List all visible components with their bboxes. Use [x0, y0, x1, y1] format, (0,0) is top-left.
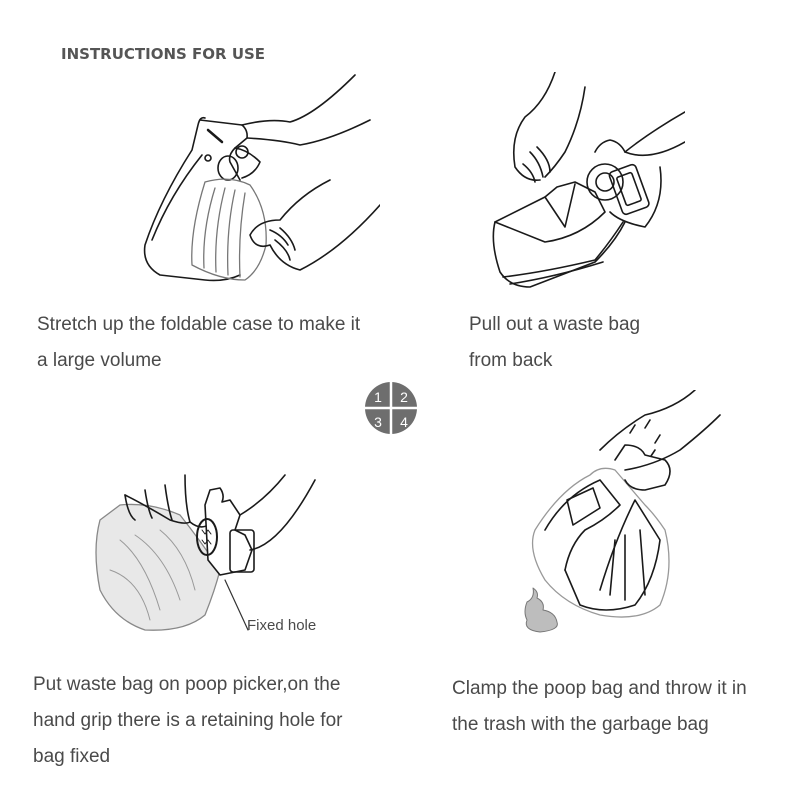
step-3-line-1: Put waste bag on poop picker,on the — [33, 674, 341, 695]
step-4-line-2: the trash with the garbage bag — [452, 714, 709, 735]
step-1-caption: Stretch up the foldable case to make it … — [37, 307, 360, 379]
step-1-line-2: a large volume — [37, 350, 162, 371]
illustration-step-1 — [130, 70, 380, 295]
step-2-line-1: Pull out a waste bag — [469, 314, 641, 335]
step-4-caption: Clamp the poop bag and throw it in the t… — [452, 671, 747, 743]
step-2-line-2: from back — [469, 350, 553, 371]
illustration-step-3 — [90, 440, 330, 640]
badge-number-4: 4 — [400, 414, 408, 430]
illustration-step-4 — [505, 390, 725, 640]
step-3-caption: Put waste bag on poop picker,on the hand… — [33, 667, 342, 775]
steps-badge: 1 2 3 4 — [364, 381, 418, 435]
badge-number-1: 1 — [374, 389, 382, 405]
fixed-hole-callout: Fixed hole — [247, 617, 317, 634]
step-2-caption: Pull out a waste bag from back — [469, 307, 640, 379]
step-4-line-1: Clamp the poop bag and throw it in — [452, 678, 747, 699]
step-1-line-1: Stretch up the foldable case to make it — [37, 314, 361, 335]
badge-number-2: 2 — [400, 389, 408, 405]
page-title: INSTRUCTIONS FOR USE — [61, 45, 266, 63]
illustration-step-2 — [485, 72, 685, 302]
badge-number-3: 3 — [374, 414, 382, 430]
step-3-line-3: bag fixed — [33, 746, 111, 767]
step-3-line-2: hand grip there is a retaining hole for — [33, 710, 343, 731]
